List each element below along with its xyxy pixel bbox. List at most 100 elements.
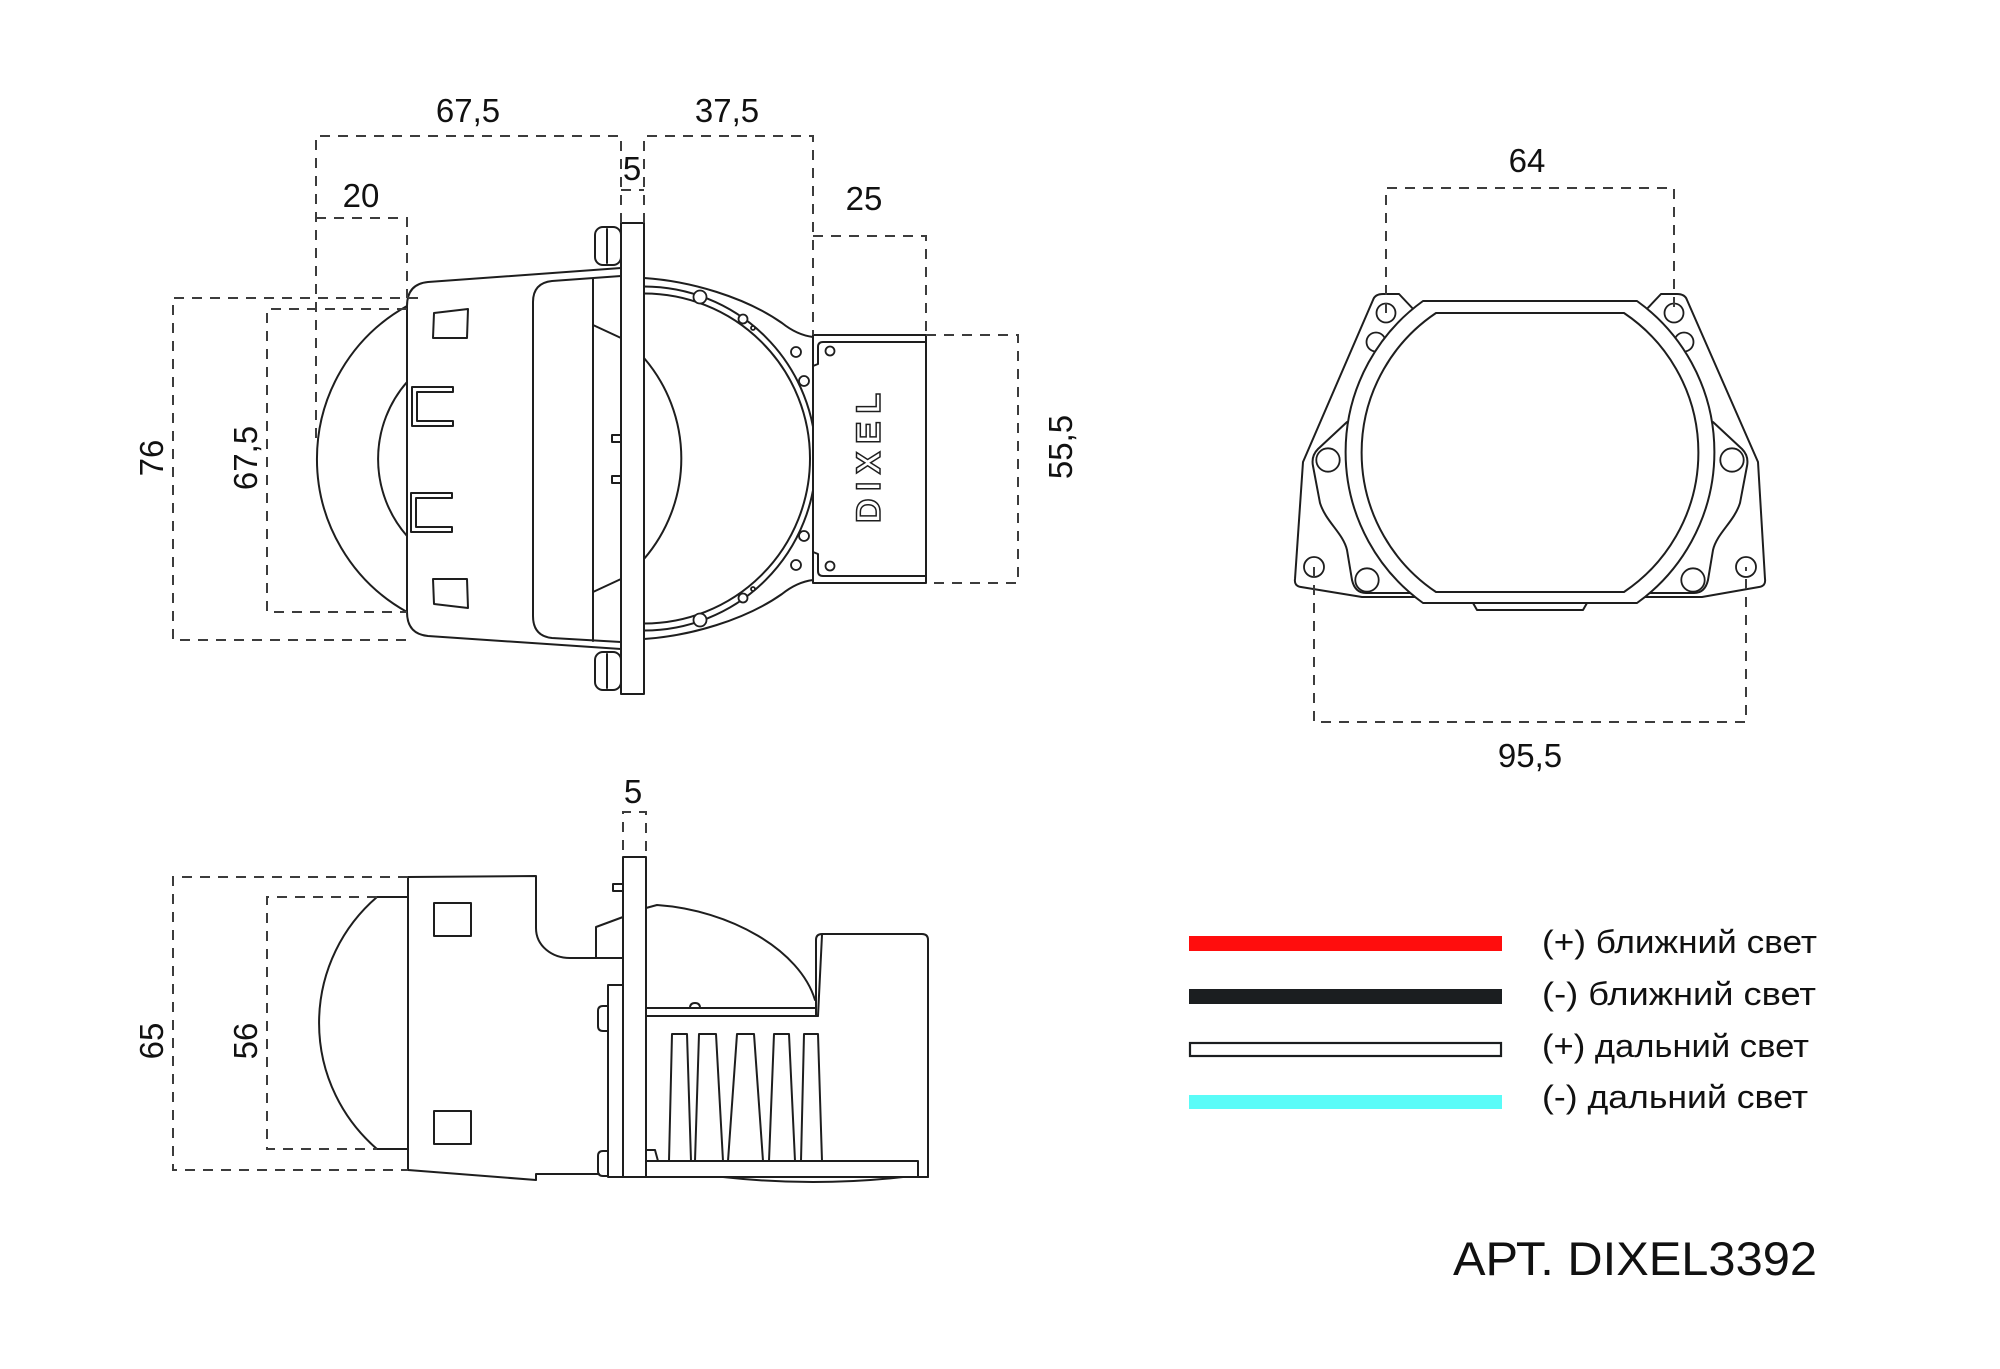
flange-inner-ring <box>643 292 811 625</box>
hole <box>750 586 756 592</box>
lens-profile <box>318 896 378 1150</box>
article-number: АРТ. DIXEL3392 <box>1453 1232 1817 1285</box>
wiring-legend: (+) ближний свет (-) ближний свет (+) да… <box>1188 924 1817 1115</box>
hole <box>692 289 708 305</box>
label-rear-length: 37,5 <box>695 92 759 129</box>
dixel-logo: DIXEL <box>850 393 888 523</box>
plate-tab-lower <box>611 475 622 484</box>
label-lower-mount-spacing: 95,5 <box>1498 737 1562 774</box>
legend-item: (+) ближний свет <box>1189 924 1817 960</box>
connector-box <box>812 334 927 584</box>
dim-lens-height <box>266 896 377 1150</box>
reflector-dome <box>645 904 816 1001</box>
housing-window-bottom <box>432 578 469 609</box>
housing-outline <box>406 267 622 650</box>
lens-housing-inner <box>1360 312 1700 593</box>
lens-rear-arc <box>643 357 683 560</box>
driver-box-inner-edge <box>817 934 823 1017</box>
legend-label: (-) дальний свет <box>1542 1079 1808 1115</box>
flange-holes <box>692 289 810 628</box>
connector-box-inner-top <box>812 341 927 367</box>
hole-mid-left <box>1315 447 1341 473</box>
label-lens-protrusion: 20 <box>343 177 380 214</box>
plate-tab-upper <box>611 434 622 443</box>
flange-outer-top <box>643 277 814 338</box>
side-view: 5 65 56 <box>133 773 929 1183</box>
dim-lens-protrusion <box>316 217 408 298</box>
fin <box>768 1033 796 1162</box>
shelf-bump <box>689 1002 701 1009</box>
heatsink-base <box>645 1160 929 1178</box>
lens-housing-outer <box>1344 300 1716 604</box>
spacer-bump-top <box>597 1005 609 1032</box>
connector-box-hole-top <box>824 345 836 357</box>
plate-tab <box>612 883 624 892</box>
legend-item: (-) ближний свет <box>1189 976 1816 1012</box>
fin <box>800 1033 823 1162</box>
label-lens-diameter: 67,5 <box>227 426 264 490</box>
dim-lens-diameter <box>266 308 407 613</box>
label-lens-height: 56 <box>227 1023 264 1060</box>
legend-item: (+) дальний свет <box>1188 1028 1809 1064</box>
hole <box>692 612 708 628</box>
hole-mid-right <box>1719 447 1745 473</box>
housing-inner-frame <box>532 275 622 643</box>
label-front-length: 67,5 <box>436 92 500 129</box>
housing-window-top <box>432 308 469 339</box>
front-view: 64 95,5 <box>1293 142 1767 774</box>
legend-label: (+) ближний свет <box>1542 924 1817 960</box>
label-housing-height: 76 <box>133 440 170 477</box>
hole <box>750 325 756 331</box>
rear-wedge <box>595 916 624 959</box>
label-plate-thickness-side: 5 <box>624 773 642 810</box>
fin <box>727 1033 764 1162</box>
housing-bottom-edge <box>407 1169 600 1181</box>
heatsink-fins <box>668 1033 823 1162</box>
wire-swatch-high-beam-plus <box>1188 1041 1503 1058</box>
hole-bottom-inner-left <box>1354 567 1380 593</box>
connector-box-inner-bottom <box>812 551 927 577</box>
legend-label: (+) дальний свет <box>1542 1028 1809 1064</box>
legend-label: (-) ближний свет <box>1542 976 1816 1012</box>
wire-swatch-high-beam-minus <box>1189 1095 1502 1109</box>
heatsink-foot <box>645 1149 659 1162</box>
dim-housing-height-side <box>172 876 408 1171</box>
flange-ring <box>643 285 817 632</box>
housing-top-edge <box>407 875 624 959</box>
dim-upper-mount-spacing <box>1385 187 1675 313</box>
label-housing-height-side: 65 <box>133 1023 170 1060</box>
dim-housing-height <box>172 297 418 641</box>
reflector-edge-bottom <box>592 578 622 593</box>
clip-bottom <box>410 492 453 533</box>
bracket-ear-left <box>1311 421 1411 594</box>
hole <box>737 592 749 604</box>
reflector-edge-top <box>592 324 622 339</box>
driver-box-side <box>815 933 929 1178</box>
hole-bottom-inner-right <box>1680 567 1706 593</box>
label-plate-thickness: 5 <box>623 150 641 187</box>
hole <box>790 559 802 571</box>
dim-plate-thickness-side <box>622 811 647 857</box>
fin <box>668 1033 692 1162</box>
spacer-bump-bottom <box>597 1150 609 1177</box>
hole <box>798 375 810 387</box>
wire-swatch-low-beam-plus <box>1189 936 1502 951</box>
label-upper-mount-spacing: 64 <box>1509 142 1546 179</box>
wire-swatch-low-beam-minus <box>1189 989 1502 1004</box>
legend-item: (-) дальний свет <box>1189 1079 1808 1115</box>
flange-outer-bottom <box>643 579 814 640</box>
dim-front-length <box>315 135 622 438</box>
clip-top <box>411 386 454 427</box>
label-connector-height: 55,5 <box>1042 415 1079 479</box>
hole <box>790 346 802 358</box>
mounting-plate-side <box>622 856 647 1178</box>
lens-housing-tab <box>1472 602 1588 611</box>
hole <box>798 530 810 542</box>
fin <box>694 1033 724 1162</box>
housing-window-bottom <box>433 1110 472 1145</box>
dim-lower-mount-spacing <box>1313 567 1747 723</box>
bracket-ear-right <box>1649 421 1749 594</box>
hole <box>737 313 749 325</box>
label-connector-length: 25 <box>846 180 883 217</box>
